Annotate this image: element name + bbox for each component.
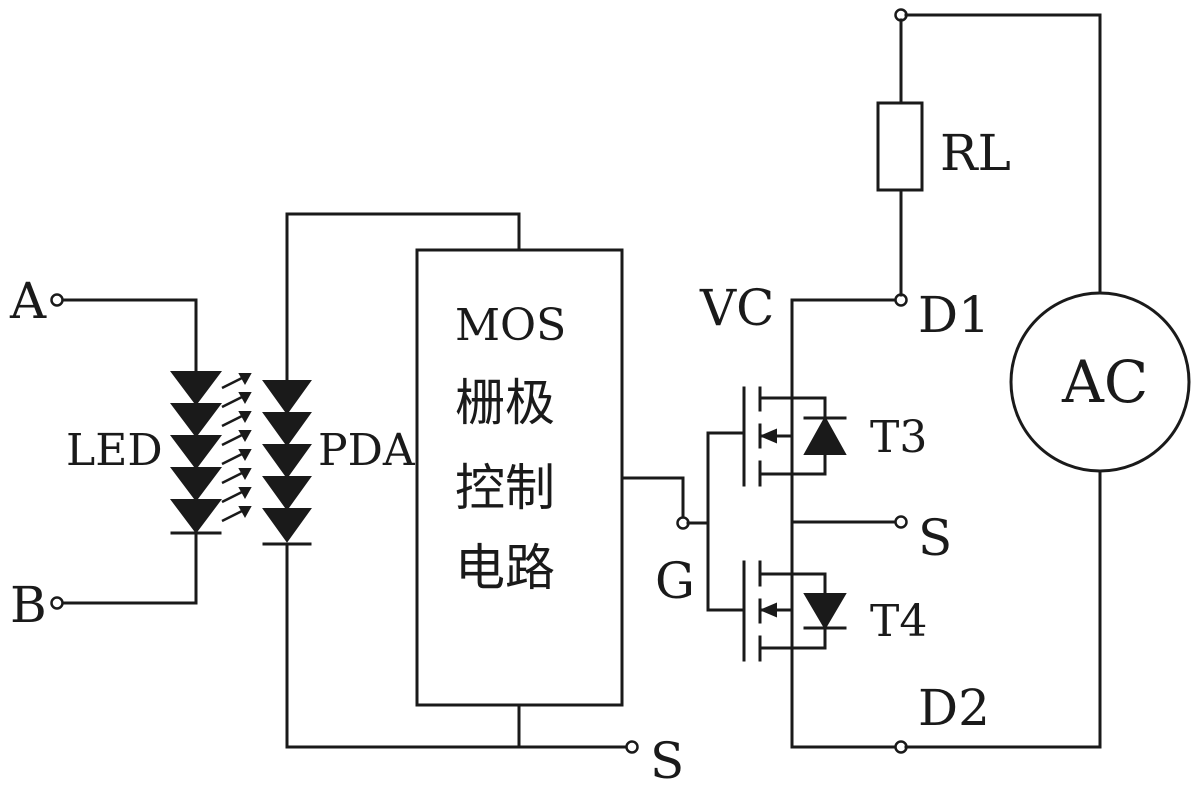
ac-source (1009, 291, 1191, 473)
terminal-a-node (50, 293, 64, 307)
terminal-a-label: A (9, 272, 47, 330)
terminal-s-bottom-node (625, 740, 639, 754)
terminal-s-bottom-label: S (650, 732, 684, 790)
mos-block-line4: 电路 (455, 539, 555, 597)
wire-led-to-b (60, 531, 198, 605)
wire-d1-to-t3 (790, 298, 898, 400)
mosfet-t4: T4 (742, 560, 927, 662)
wire-gate-bus (706, 431, 746, 612)
light-emission-arrows (221, 373, 252, 523)
t4-label: T4 (870, 596, 927, 647)
wire-block-to-gate (620, 476, 685, 520)
terminal-b-label: B (10, 576, 47, 634)
mos-gate-control-block: S MOS 栅极 控制 电路 (415, 248, 685, 790)
wire-pda-bottom (285, 543, 521, 749)
vc-label: VC (699, 279, 774, 337)
gate-label: G (655, 552, 695, 610)
rl-label: RL (940, 124, 1011, 182)
s-mid-label: S (918, 509, 952, 567)
led-diode-stack (170, 371, 222, 535)
gate-node: G (655, 431, 746, 612)
wire-a-to-led (60, 298, 198, 374)
wire-t4-to-d2 (790, 646, 898, 749)
switch-wiring: VC D1 S D2 (699, 279, 990, 754)
mosfet-t3: T3 (742, 386, 927, 487)
wire-block-to-source (517, 703, 629, 749)
terminal-b-node (50, 596, 64, 610)
t3-label: T3 (870, 412, 927, 463)
mos-block-line2: 栅极 (455, 374, 555, 432)
load-circuit: RL AC (876, 8, 1191, 749)
pda-section: PDA (262, 212, 521, 749)
led-section: A B LED (9, 272, 222, 634)
pda-label: PDA (318, 425, 416, 476)
d1-label: D1 (918, 286, 990, 344)
led-label: LED (66, 425, 163, 476)
mos-block-line3: 控制 (455, 459, 555, 517)
d2-label: D2 (918, 679, 990, 737)
wire-pda-top (285, 212, 521, 382)
pda-diode-stack (262, 380, 312, 546)
wire-top-to-ac (904, 13, 1102, 295)
terminal-s-mid-node (894, 515, 908, 529)
mos-block-line1: MOS (455, 300, 566, 351)
ac-label: AC (1061, 348, 1148, 416)
load-resistor-rl (876, 101, 924, 192)
